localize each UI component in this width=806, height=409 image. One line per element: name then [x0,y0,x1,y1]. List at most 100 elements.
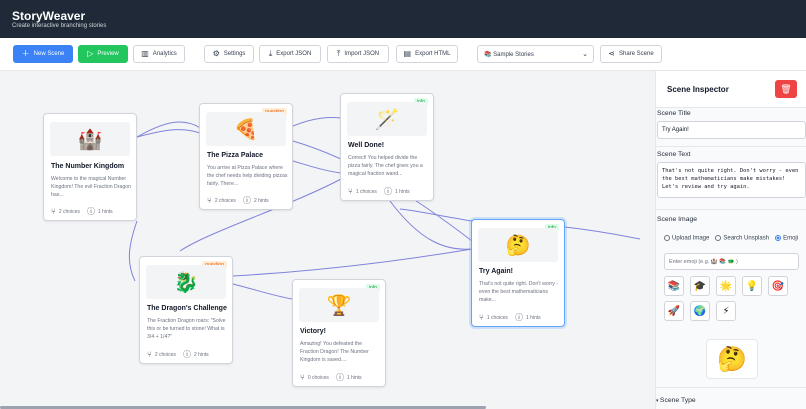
node-text: Amazing! You defeated the Fraction Drago… [300,341,369,363]
edge-kingdom-pizza [136,129,201,138]
emoji-input[interactable]: Enter emoji (e.g. 🏰 📚 🐲 ) [664,253,799,270]
settings-button[interactable]: ⚙ Settings [204,45,254,63]
emoji-target[interactable]: 🎯 [768,276,788,296]
emoji-light-bulb[interactable]: 💡 [742,276,762,296]
node-title: Well Done! [348,142,385,149]
edge-tryagain-right [564,226,641,240]
analytics-button[interactable]: ▥ Analytics [133,45,185,63]
trophy-icon: 🏆 [299,288,379,322]
divider [656,209,806,210]
hints-count: 2 hints [193,351,209,358]
selected-emoji-preview: 🤔 [706,339,758,379]
scene-title-label: Scene Title [657,110,691,117]
node-text: You arrive at Pizza Palace where the che… [207,165,288,187]
scene-node-well-done[interactable]: info 🪄 Well Done! Correct! You helped di… [340,93,434,201]
play-icon: ▷ [87,49,94,58]
branch-icon: ⑂ [479,313,484,322]
preview-label: Preview [97,51,119,57]
scene-text-textarea[interactable]: That's not quite right. Don't worry - ev… [657,162,806,198]
node-text: Correct! You helped divide the pizza fai… [348,155,423,177]
sample-stories-select[interactable]: 📚 Sample Stories ⌄ [477,45,594,63]
sample-stories-value: 📚 Sample Stories [484,51,534,58]
hints-count: 1 hints [97,208,113,215]
story-canvas[interactable]: 🏰 The Number Kingdom Welcome to the magi… [0,71,655,409]
export-json-label: Export JSON [276,51,312,57]
scene-node-try-again[interactable]: info 🤔 Try Again! That's not quite right… [471,219,565,327]
emoji-option[interactable]: Emoji [775,235,798,242]
node-title: Try Again! [479,268,513,275]
share-scene-button[interactable]: ⋖ Share Scene [600,45,662,63]
scene-image-label: Scene Image [657,216,698,223]
scene-type-row: ▾ Scene Type [656,397,696,404]
chevron-down-icon: ⌄ [582,51,588,58]
search-unsplash-label: Search Unsplash [723,235,770,242]
branch-icon: ⑂ [147,350,152,359]
emoji-globe[interactable]: 🌍 [690,301,710,321]
edge-kingdom-dragon [128,220,138,282]
node-text: Welcome to the magical Number Kingdom! T… [51,176,132,198]
node-text: The Fraction Dragon roars: "Solve this o… [147,318,226,340]
emoji-star[interactable]: 🌟 [716,276,736,296]
branch-icon: ⑂ [300,373,305,382]
scene-node-victory[interactable]: info 🏆 Victory! Amazing! You defeated th… [292,279,386,387]
emoji-graduation-cap[interactable]: 🎓 [690,276,710,296]
scene-text-label: Scene Text [657,151,691,158]
app-subtitle: Create interactive branching stories [12,23,107,29]
help-circle-icon: ⓘ [86,207,95,216]
inspector-header: Scene Inspector 🗑 [656,71,806,108]
trash-icon: 🗑 [780,83,792,94]
node-title: Victory! [300,328,326,335]
preview-button[interactable]: ▷ Preview [78,45,128,63]
upload-icon: ⤒ [336,49,341,58]
choices-count: 2 choices [214,197,236,204]
node-meta: ⑂ 2 choices ⓘ 2 hints [207,195,269,206]
edge-dragon-victory [232,283,293,300]
new-scene-button[interactable]: ＋ New Scene [13,45,73,63]
hints-count: 2 hints [253,197,269,204]
document-icon: ▤ [403,49,412,58]
horizontal-scrollbar[interactable] [0,406,486,409]
edge-pizza-welldone [292,116,342,127]
choices-count: 2 choices [58,208,80,215]
scene-node-number-kingdom[interactable]: 🏰 The Number Kingdom Welcome to the magi… [43,113,137,221]
thinking-face-icon: 🤔 [478,228,558,262]
app-title: StoryWeaver [12,9,86,23]
scene-node-dragon-challenge[interactable]: question 🐉 The Dragon's Challenge The Fr… [139,256,233,364]
inspector-title: Scene Inspector [667,85,729,94]
radio-icon [664,235,670,241]
app-header: StoryWeaver Create interactive branching… [0,0,806,38]
export-json-button[interactable]: ⤓ Export JSON [259,45,321,63]
choices-count: 1 choices [355,188,377,195]
help-circle-icon: ⓘ [335,373,344,382]
connection-lines [128,116,641,300]
node-meta: ⑂ 1 choices ⓘ 1 hints [348,186,410,197]
radio-icon [715,235,722,241]
node-meta: ⑂ 1 choices ⓘ 1 hints [479,312,541,323]
scene-title-input[interactable]: Try Again! [657,121,806,139]
emoji-lightning[interactable]: ⚡ [716,301,736,321]
hints-count: 1 hints [394,188,410,195]
branch-icon: ⑂ [207,196,212,205]
emoji-label: Emoji [783,235,799,242]
castle-icon: 🏰 [50,122,130,156]
analytics-label: Analytics [152,51,177,57]
emoji-books[interactable]: 📚 [664,276,684,296]
help-circle-icon: ⓘ [514,313,523,322]
upload-image-option[interactable]: Upload Image [664,235,709,242]
emoji-rocket[interactable]: 🚀 [664,301,684,321]
scene-inspector: Scene Inspector 🗑 Scene Title Try Again!… [655,71,806,409]
search-unsplash-option[interactable]: Search Unsplash [715,235,769,242]
node-title: The Pizza Palace [207,152,264,159]
import-json-button[interactable]: ⤒ Import JSON [327,45,389,63]
edge-tryagain-kingdom [399,208,473,222]
settings-label: Settings [223,51,246,57]
plus-icon: ＋ [21,49,30,58]
scene-node-pizza-palace[interactable]: question 🍕 The Pizza Palace You arrive a… [199,103,293,210]
divider [656,146,806,147]
pizza-icon: 🍕 [206,112,286,146]
export-html-button[interactable]: ▤ Export HTML [396,45,458,63]
delete-scene-button[interactable]: 🗑 [775,80,797,98]
gear-icon: ⚙ [212,49,220,58]
magic-wand-icon: 🪄 [347,102,427,136]
new-scene-label: New Scene [33,51,65,57]
